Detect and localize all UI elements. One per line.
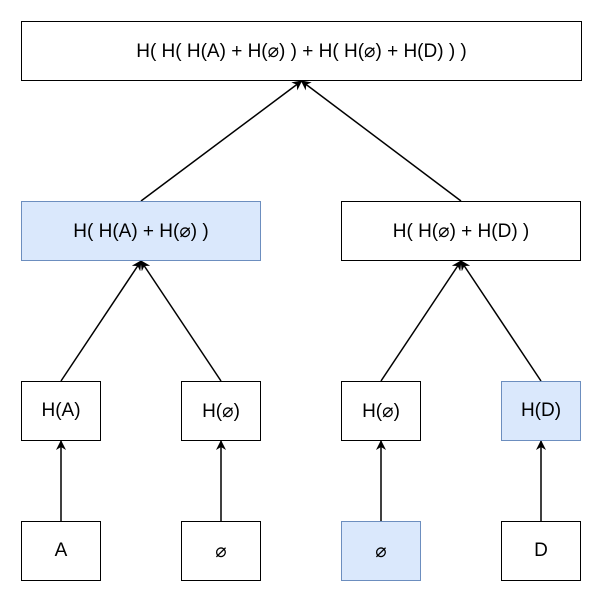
left-branch-hash-node: H( H(A) + H(⌀) ) bbox=[21, 201, 261, 261]
root-hash-node: H( H( H(A) + H(⌀) ) + H( H(⌀) + H(D) ) ) bbox=[21, 21, 582, 81]
leaf-hash-d-node: H(D) bbox=[501, 381, 581, 441]
edges bbox=[56, 80, 546, 521]
leaf-a-node: A bbox=[21, 521, 101, 581]
edge-ha-to-left bbox=[60, 260, 142, 382]
leaf-hash-a-node: H(A) bbox=[21, 381, 101, 441]
edge-right-to-root bbox=[300, 80, 462, 202]
edge-left-to-root bbox=[140, 80, 303, 202]
leaf-empty-2-node: ⌀ bbox=[341, 521, 421, 581]
leaf-hash-empty-1-node: H(⌀) bbox=[181, 381, 261, 441]
leaf-hash-empty-2-node: H(⌀) bbox=[341, 381, 421, 441]
edge-hn2-to-right bbox=[380, 260, 462, 382]
leaf-d-node: D bbox=[501, 521, 581, 581]
leaf-empty-1-node: ⌀ bbox=[181, 521, 261, 581]
edge-hn1-to-left bbox=[140, 260, 222, 382]
right-branch-hash-node: H( H(⌀) + H(D) ) bbox=[341, 201, 581, 261]
edge-hd-to-right bbox=[460, 260, 542, 382]
